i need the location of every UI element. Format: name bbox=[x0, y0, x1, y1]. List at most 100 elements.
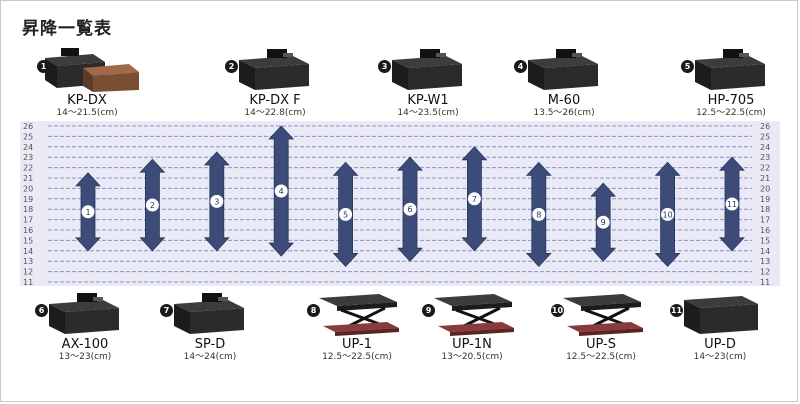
range-number-label: 6 bbox=[407, 205, 412, 214]
range-number-label: 4 bbox=[279, 187, 284, 196]
product-name: UP-S bbox=[585, 337, 616, 352]
y-tick-label-right: 25 bbox=[760, 132, 770, 141]
range-number-circle bbox=[467, 192, 481, 206]
product-name: HP-705 bbox=[707, 93, 755, 108]
product-number-badge: 5 bbox=[681, 60, 694, 73]
y-tick-label-left: 22 bbox=[23, 164, 33, 173]
y-tick-label-right: 21 bbox=[760, 174, 770, 183]
y-tick-label-right: 23 bbox=[760, 153, 770, 162]
y-tick-label-left: 15 bbox=[23, 236, 33, 245]
y-tick-label-right: 12 bbox=[760, 268, 770, 277]
y-tick-label-right: 20 bbox=[760, 184, 770, 193]
product-number-badge: 10 bbox=[551, 304, 564, 317]
product-number-badge: 2 bbox=[225, 60, 238, 73]
product-height-range: 14～24(cm) bbox=[183, 352, 237, 362]
range-number-label: 9 bbox=[601, 218, 606, 227]
range-number-label: 8 bbox=[536, 210, 541, 219]
y-tick-label-right: 11 bbox=[760, 278, 770, 286]
pedal-stool-icon: 6 bbox=[29, 288, 141, 336]
product-number-badge: 4 bbox=[514, 60, 527, 73]
y-tick-label-right: 24 bbox=[760, 143, 770, 152]
range-number-circle bbox=[403, 202, 417, 216]
product-height-range: 12.5～22.5(cm) bbox=[566, 352, 636, 362]
y-tick-label-left: 24 bbox=[23, 143, 33, 152]
product-height-range: 13～20.5(cm) bbox=[441, 352, 503, 362]
y-tick-label-left: 20 bbox=[23, 184, 33, 193]
product-name: AX-100 bbox=[61, 337, 109, 352]
product-name: UP-1 bbox=[341, 337, 373, 352]
range-number-label: 7 bbox=[472, 195, 477, 204]
product-height-range: 13～23(cm) bbox=[58, 352, 112, 362]
y-tick-label-right: 17 bbox=[760, 216, 770, 225]
pedal-stool-icon: 3 bbox=[372, 44, 484, 92]
y-tick-label-right: 14 bbox=[760, 247, 770, 256]
range-number-label: 1 bbox=[85, 208, 90, 217]
y-tick-label-left: 19 bbox=[23, 195, 33, 204]
product-height-range: 13.5～26(cm) bbox=[533, 108, 595, 118]
product-name: M-60 bbox=[547, 93, 581, 108]
range-number-circle bbox=[532, 207, 546, 221]
y-tick-label-left: 23 bbox=[23, 153, 33, 162]
product-number-badge: 8 bbox=[307, 304, 320, 317]
y-tick-label-left: 26 bbox=[23, 122, 33, 131]
double-pedal-stool-icon: 1 bbox=[31, 44, 143, 92]
product-height-range: 12.5～22.5(cm) bbox=[322, 352, 392, 362]
product-height-range: 14～21.5(cm) bbox=[56, 108, 118, 118]
lift-platform-icon: 9 bbox=[416, 288, 528, 336]
y-tick-label-right: 13 bbox=[760, 257, 770, 266]
y-tick-label-right: 19 bbox=[760, 195, 770, 204]
y-tick-label-left: 12 bbox=[23, 268, 33, 277]
box-stool-icon: 11 bbox=[664, 288, 776, 336]
range-number-label: 5 bbox=[343, 210, 348, 219]
y-tick-label-left: 17 bbox=[23, 216, 33, 225]
y-tick-label-left: 11 bbox=[23, 278, 33, 286]
range-number-circle bbox=[210, 194, 224, 208]
product-number-badge: 1 bbox=[37, 60, 50, 73]
page-title: 昇降一覧表 bbox=[22, 19, 112, 39]
product-number-badge: 3 bbox=[378, 60, 391, 73]
product-name: UP-D bbox=[704, 337, 736, 352]
y-tick-label-left: 14 bbox=[23, 247, 33, 256]
range-number-circle bbox=[81, 205, 95, 219]
range-number-circle bbox=[725, 197, 739, 211]
range-number-label: 2 bbox=[150, 201, 155, 210]
product-number-badge: 9 bbox=[422, 304, 435, 317]
product-number-badge: 7 bbox=[160, 304, 173, 317]
pedal-stool-icon: 7 bbox=[154, 288, 266, 336]
pedal-stool-icon: 2 bbox=[219, 44, 331, 92]
product-name: KP-DX bbox=[67, 93, 107, 108]
range-number-label: 10 bbox=[663, 210, 673, 219]
y-tick-label-right: 16 bbox=[760, 226, 770, 235]
y-tick-label-left: 25 bbox=[23, 132, 33, 141]
y-tick-label-left: 21 bbox=[23, 174, 33, 183]
product-number-badge: 6 bbox=[35, 304, 48, 317]
product-height-range: 14～22.8(cm) bbox=[244, 108, 306, 118]
lift-platform-icon: 8 bbox=[301, 288, 413, 336]
product-height-range: 14～23(cm) bbox=[693, 352, 747, 362]
product-name: KP-DX F bbox=[249, 93, 301, 108]
product-height-range: 12.5～22.5(cm) bbox=[696, 108, 766, 118]
y-tick-label-left: 13 bbox=[23, 257, 33, 266]
pedal-stool-icon: 4 bbox=[508, 44, 620, 92]
range-number-circle bbox=[596, 215, 610, 229]
y-tick-label-left: 18 bbox=[23, 205, 33, 214]
lift-platform-icon: 10 bbox=[545, 288, 657, 336]
range-number-label: 3 bbox=[214, 197, 219, 206]
product-number-badge: 11 bbox=[670, 304, 683, 317]
product-name: KP-W1 bbox=[407, 93, 449, 108]
product-name: UP-1N bbox=[452, 337, 492, 352]
range-number-circle bbox=[145, 198, 159, 212]
